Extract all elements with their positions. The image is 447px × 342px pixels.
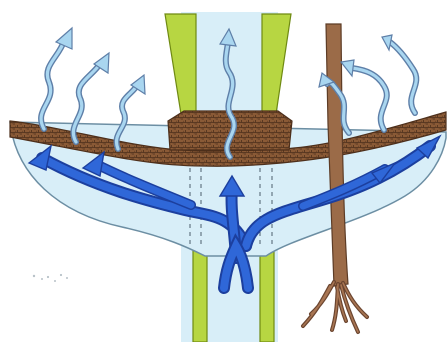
pipe-left-bottom bbox=[193, 248, 207, 342]
pipe-right-bottom bbox=[260, 248, 274, 342]
